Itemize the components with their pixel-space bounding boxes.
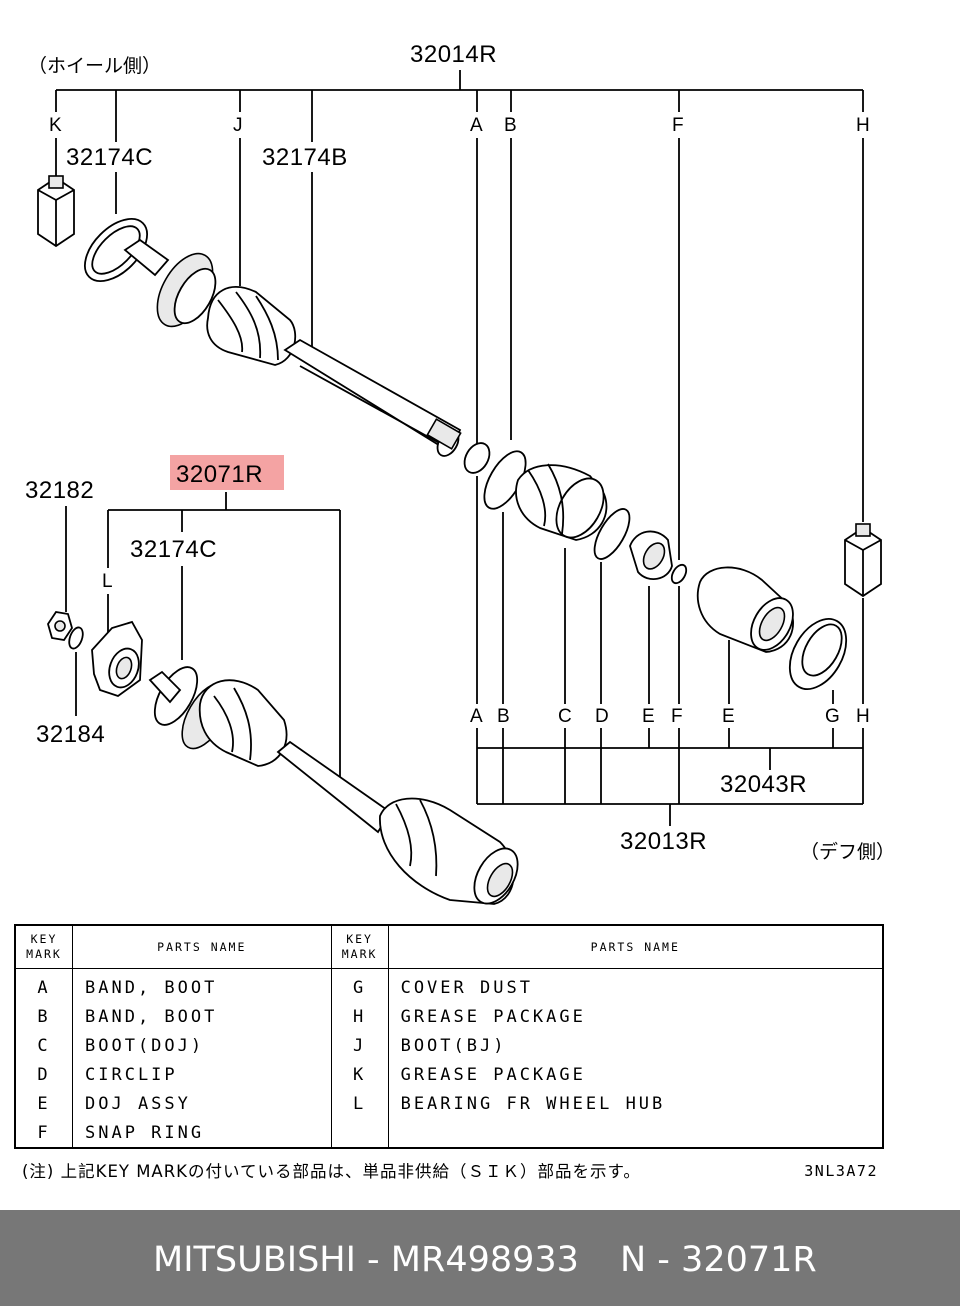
legend-row: C BOOT(DOJ) J BOOT(BJ) [14,1031,884,1060]
sik-footnote: (注) 上記KEY MARKの付いている部品は、単品非供給（ＳＩＫ）部品を示す。 [22,1162,641,1181]
key-mark: L [330,1089,389,1118]
key-mark: H [330,1002,389,1031]
key-mark [330,1118,389,1148]
part-name: BAND, BOOT [72,968,332,1002]
key-letter-C: C [558,706,572,727]
highlight-box [170,455,284,490]
part-number-32043R[interactable]: 32043R [720,771,807,798]
key-mark: B [14,1002,73,1031]
part-name [387,1118,884,1148]
footer-bar: MITSUBISHI - MR498933 N - 32071R [0,1210,960,1306]
part-number-32071R[interactable]: 32071R [176,461,263,488]
part-number-32174B[interactable]: 32174B [262,144,348,171]
legend-row: A BAND, BOOT G COVER DUST [14,968,884,1002]
part-name: DOJ ASSY [72,1089,332,1118]
part-name: BOOT(BJ) [387,1031,884,1060]
exploded-parts-diagram: （ホイール側） 32014R 32174C 32174B 32182 32071… [25,41,895,911]
part-name: GREASE PACKAGE [387,1060,884,1089]
circlip-D[interactable] [588,504,637,564]
part-number-32184[interactable]: 32184 [36,721,105,748]
nut-32182[interactable] [47,611,73,641]
key-letter-F-bottom: F [671,706,683,727]
key-mark: G [330,968,389,1002]
part-name: GREASE PACKAGE [387,1002,884,1031]
band-boot-A[interactable] [459,439,494,478]
key-letter-A-top: A [470,115,483,136]
key-letter-K: K [49,115,62,136]
leader-lines [55,70,864,826]
lower-driveshaft-assembly[interactable] [146,660,526,911]
part-name: BOOT(DOJ) [72,1031,332,1060]
key-letter-L: L [102,571,113,592]
part-name: BAND, BOOT [72,1002,332,1031]
key-letter-F-top: F [672,115,684,136]
key-mark: F [14,1118,73,1148]
key-mark: A [14,968,73,1002]
boot-doj-C[interactable] [515,463,613,546]
part-number-32182[interactable]: 32182 [25,477,94,504]
header-parts-name-left: PARTS NAME [72,924,332,969]
key-letter-E-1: E [642,706,655,727]
diff-side-label: （デフ側） [800,841,895,863]
doj-assy-E[interactable] [696,566,802,657]
upper-driveshaft-assembly[interactable] [74,208,463,460]
key-letter-B-top: B [504,115,517,136]
key-letter-D: D [595,706,609,727]
key-letter-G: G [825,706,840,727]
key-letter-H-bottom: H [856,706,870,727]
part-name: SNAP RING [72,1118,332,1148]
wheel-side-label: （ホイール側） [28,55,161,77]
part-name: COVER DUST [387,968,884,1002]
doj-inner-E[interactable] [629,530,673,580]
key-mark: C [14,1031,73,1060]
diagram-code: 3NL3A72 [804,1162,878,1180]
key-mark: K [330,1060,389,1089]
legend-row: D CIRCLIP K GREASE PACKAGE [14,1060,884,1089]
part-name: BEARING FR WHEEL HUB [387,1089,884,1118]
key-letter-E-2: E [722,706,735,727]
cover-dust-G[interactable] [778,609,858,699]
part-number-32174C-top[interactable]: 32174C [66,144,153,171]
key-letter-J: J [233,115,243,136]
key-mark: D [14,1060,73,1089]
grease-package-H[interactable] [844,523,882,598]
key-letter-A-bottom: A [470,706,483,727]
washer-32184[interactable] [67,626,86,651]
part-name: CIRCLIP [72,1060,332,1089]
key-letter-B-bottom: B [497,706,510,727]
key-letter-H-top: H [856,115,870,136]
footer-reference: N - 32071R [620,1240,817,1280]
legend-row: F SNAP RING [14,1118,884,1148]
snap-ring-F[interactable] [669,562,689,585]
grease-package-K[interactable] [37,175,75,248]
part-number-32014R[interactable]: 32014R [410,41,497,68]
bearing-fr-wheel-hub-L[interactable] [91,620,144,698]
part-number-32174C-mid[interactable]: 32174C [130,536,217,563]
key-mark: E [14,1089,73,1118]
legend-row: B BAND, BOOT H GREASE PACKAGE [14,1002,884,1031]
footer-brand-part-number: MITSUBISHI - MR498933 [153,1240,579,1280]
part-number-32013R[interactable]: 32013R [620,828,707,855]
legend-row: E DOJ ASSY L BEARING FR WHEEL HUB [14,1089,884,1118]
key-mark: J [330,1031,389,1060]
header-parts-name-right: PARTS NAME [387,924,884,969]
